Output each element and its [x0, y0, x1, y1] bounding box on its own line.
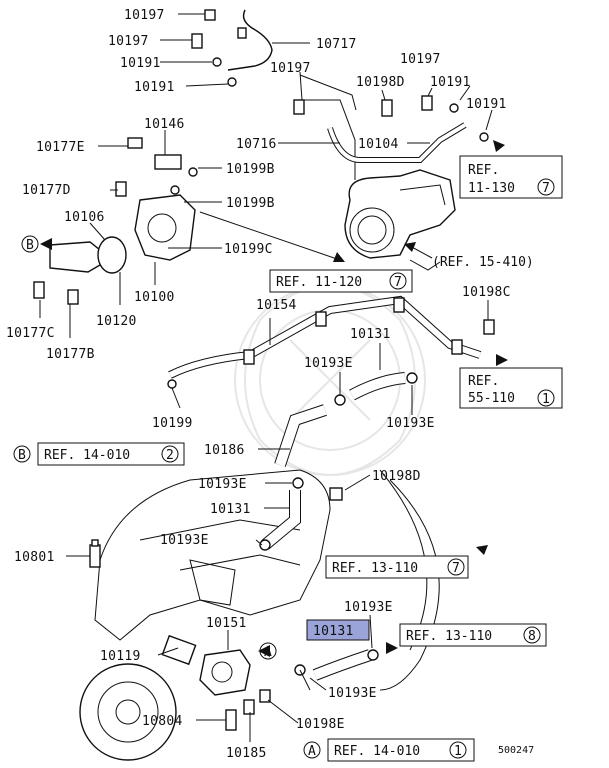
label-10197-d: 10197 [400, 52, 441, 67]
label-10193e-4: 10193E [160, 533, 209, 548]
ref-14-010-b-text: REF. 14-010 [44, 448, 130, 463]
ref-15-410[interactable]: (REF. 15-410) [432, 255, 534, 270]
label-10198d: 10198D [356, 75, 405, 90]
marker-a: A [259, 642, 277, 660]
part-labels: 10197 10197 10191 10191 10717 10146 1017… [6, 8, 534, 761]
ref-13-110-a-text: REF. 13-110 [332, 561, 418, 576]
clamps [167, 57, 489, 676]
engine-block-outline [94, 469, 331, 641]
label-10131-a: 10131 [350, 327, 391, 342]
pipe-10154 [168, 295, 482, 379]
label-10177b: 10177B [46, 347, 95, 362]
label-10191-c: 10191 [430, 75, 471, 90]
sensor-10804 [225, 709, 237, 731]
ref-13-110-b[interactable]: REF. 13-110 8 [399, 623, 547, 647]
label-10191-d: 10191 [466, 97, 507, 112]
label-10146: 10146 [144, 117, 185, 132]
water-fitting-10151 [161, 634, 251, 696]
label-10131-c: 10131 [313, 624, 354, 639]
ref-14-010-a-text: REF. 14-010 [334, 744, 420, 759]
ref-11-120-text: REF. 11-120 [276, 275, 362, 290]
label-10199c: 10199C [224, 242, 273, 257]
label-10186: 10186 [204, 443, 245, 458]
label-10717: 10717 [316, 37, 357, 52]
label-10804: 10804 [142, 714, 183, 729]
ref-55-110[interactable]: REF. 55-110 1 [459, 367, 563, 409]
label-10197-c: 10197 [270, 61, 311, 76]
thermostat-housing [127, 137, 196, 261]
ref-14-010-a[interactable]: A REF. 14-010 1 [303, 738, 475, 762]
label-10199b-1: 10199B [226, 162, 275, 177]
label-10197-b: 10197 [108, 34, 149, 49]
bolts [33, 9, 495, 715]
ref-15-410-text: (REF. 15-410) [432, 255, 534, 270]
pipe-10104 [327, 122, 467, 163]
ref-11-120[interactable]: REF. 11-120 7 [269, 269, 413, 293]
label-10198e: 10198E [296, 717, 345, 732]
ref-55-110-line2: 55-110 [468, 391, 515, 406]
label-10193e-5: 10193E [344, 600, 393, 615]
ref-14-010-b-num: 2 [166, 448, 174, 463]
hose-10186 [274, 404, 327, 467]
label-10185: 10185 [226, 746, 267, 761]
label-10801: 10801 [14, 550, 55, 565]
label-10191-a: 10191 [120, 56, 161, 71]
crank-pulley [79, 663, 177, 761]
hose-10131-middle [261, 490, 301, 550]
ref-13-110-a[interactable]: REF. 13-110 7 [325, 555, 469, 579]
label-10716: 10716 [236, 137, 277, 152]
label-10177e: 10177E [36, 140, 85, 155]
ref-11-130-text: 11-130 [468, 181, 515, 196]
label-10177c: 10177C [6, 326, 55, 341]
ref-14-010-b[interactable]: B REF. 14-010 2 [13, 442, 185, 466]
label-10154: 10154 [256, 298, 297, 313]
label-10106: 10106 [64, 210, 105, 225]
label-10193e-3: 10193E [198, 477, 247, 492]
bypass-tube-10717 [227, 9, 273, 71]
ref-55-110-line1: REF. [468, 374, 499, 389]
highlighted-part-10131[interactable]: 10131 [306, 619, 370, 641]
ref-14-010-b-mark: B [18, 448, 26, 463]
marker-b-text: B [26, 238, 34, 253]
hose-10131-upper [349, 372, 406, 401]
ref-14-010-a-mark: A [308, 744, 316, 759]
arrows [40, 140, 508, 657]
drive-belt [379, 479, 440, 691]
throttle-housing [344, 169, 456, 259]
label-10199b-2: 10199B [226, 196, 275, 211]
label-10198c: 10198C [462, 285, 511, 300]
svg-text:REF.: REF. [468, 163, 499, 178]
water-inlet-10106 [49, 236, 127, 274]
hose-10131-lower [312, 649, 372, 681]
label-10177d: 10177D [22, 183, 71, 198]
label-10197-a: 10197 [124, 8, 165, 23]
label-10193e-1: 10193E [304, 356, 353, 371]
ref-11-120-num: 7 [394, 275, 402, 290]
label-10191-b: 10191 [134, 80, 175, 95]
marker-a-text: A [264, 645, 272, 660]
marker-b: B [21, 235, 39, 253]
ref-11-130[interactable]: REF. 11-130 7 [459, 155, 563, 199]
sensor-10801 [89, 539, 101, 568]
ref-13-110-b-num: 8 [528, 629, 536, 644]
ref-13-110-b-text: REF. 13-110 [406, 629, 492, 644]
ref-14-010-a-num: 1 [454, 744, 462, 759]
label-10131-b: 10131 [210, 502, 251, 517]
label-10119: 10119 [100, 649, 141, 664]
label-10100: 10100 [134, 290, 175, 305]
leader-lines [39, 13, 493, 742]
label-10151: 10151 [206, 616, 247, 631]
ref-55-110-num: 1 [542, 392, 550, 407]
label-10193e-2: 10193E [386, 416, 435, 431]
ref-13-110-a-num: 7 [452, 561, 460, 576]
label-10198d-2: 10198D [372, 469, 421, 484]
diagram-id: 500247 [498, 745, 534, 756]
label-10199: 10199 [152, 416, 193, 431]
ref-11-130-num: 7 [542, 181, 550, 196]
label-10193e-6: 10193E [328, 686, 377, 701]
label-10104: 10104 [358, 137, 399, 152]
label-10120: 10120 [96, 314, 137, 329]
